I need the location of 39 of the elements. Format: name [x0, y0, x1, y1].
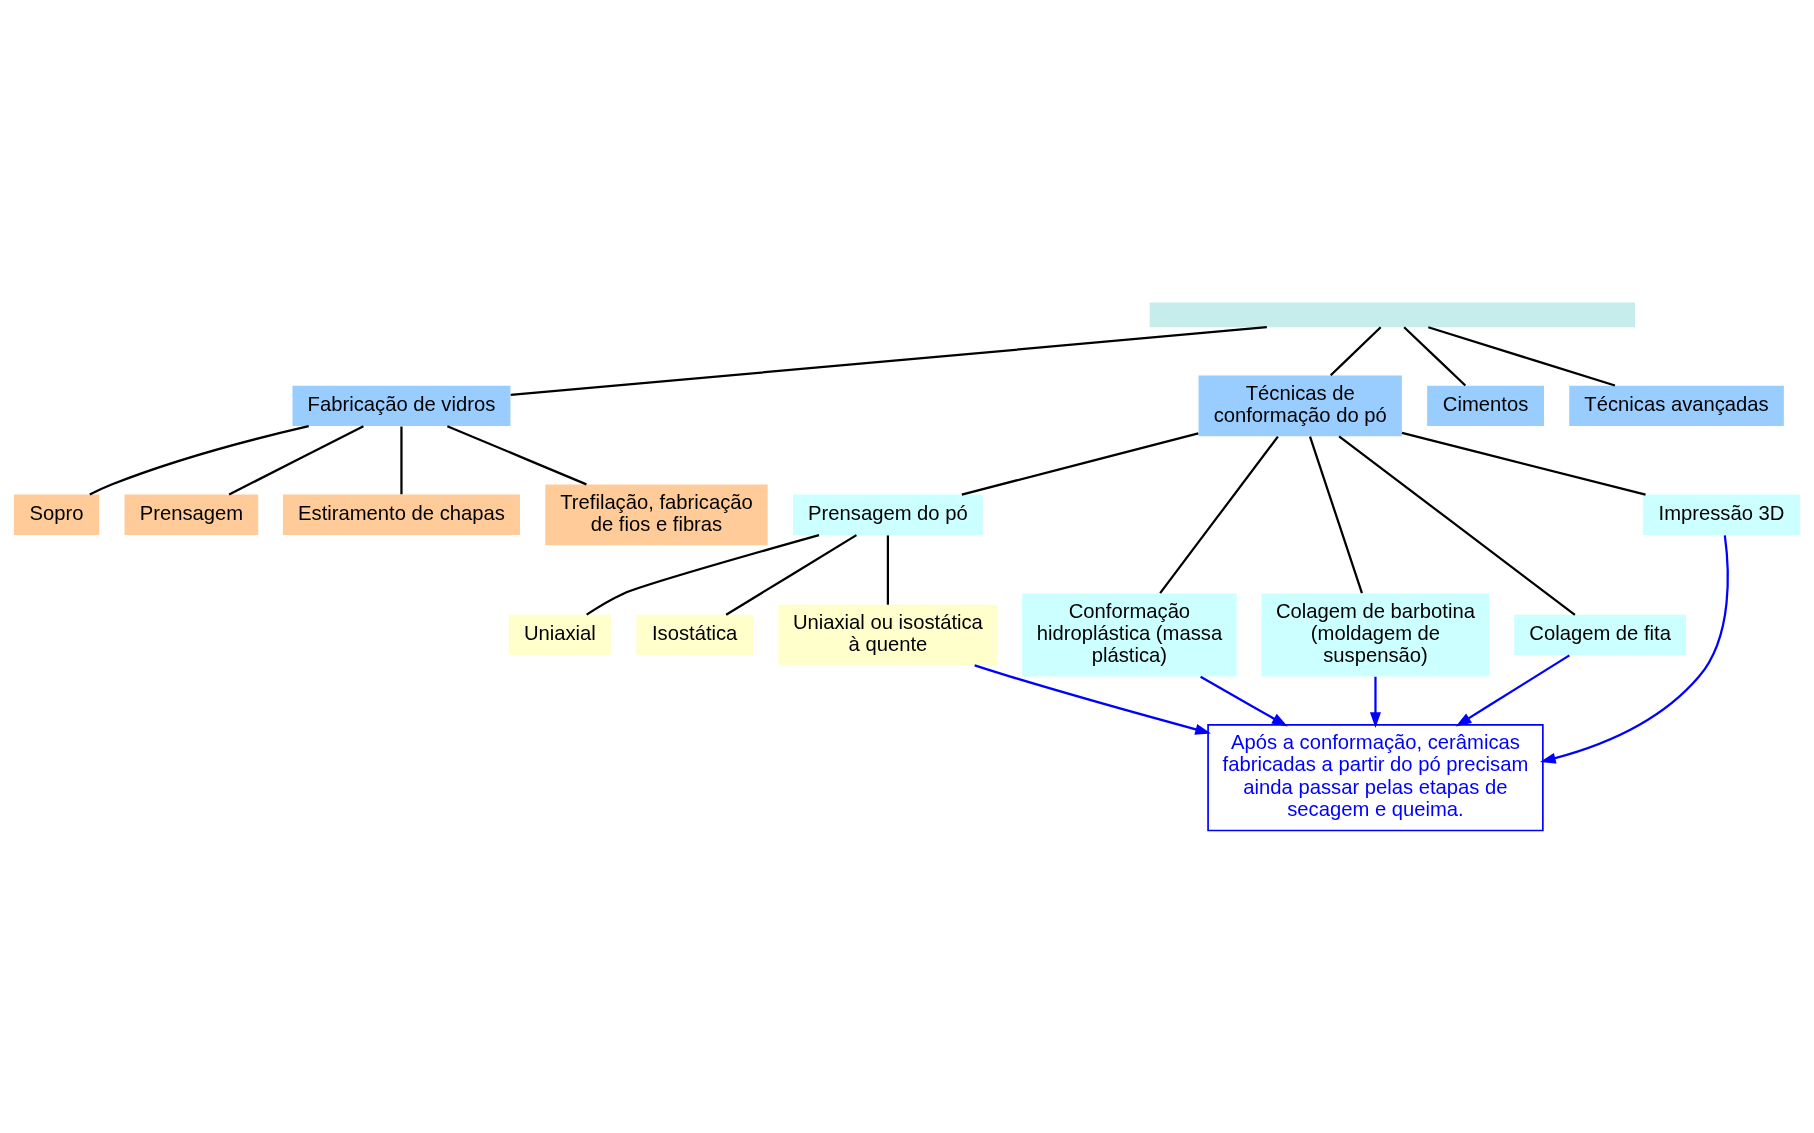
arrow [1369, 676, 1381, 728]
connector [586, 534, 820, 616]
node-box: Uniaxial ou isostática à quente [778, 604, 998, 666]
node-box: Trefilação, fabricação de fios e fibras [545, 484, 768, 546]
node-box: Conformação hidroplástica (massa plástica) [1022, 593, 1237, 677]
connector [1329, 326, 1382, 377]
node-box: Isostática [636, 614, 754, 656]
node-box: Uniaxial [508, 614, 611, 656]
node-box: Técnicas de conformação do pó [1198, 375, 1402, 437]
node-box: Técnicas avançadas [1569, 385, 1784, 427]
connector [1401, 431, 1646, 496]
connector [961, 432, 1199, 496]
arrow [1539, 535, 1729, 764]
connector [510, 326, 1267, 397]
connector [400, 426, 403, 495]
node-box: Prensagem do pó [792, 494, 983, 536]
connector [725, 534, 857, 616]
node-box: Colagem de fita [1514, 614, 1687, 656]
node-box: Impressão 3D [1642, 494, 1801, 536]
arrow [1455, 654, 1570, 727]
node-box: Após a conformação, cerâmicas fabricadas a partir do pó precisam ainda passar pelas etapas de secagem e queima. [1207, 724, 1544, 832]
connector [886, 535, 890, 605]
connector [1338, 435, 1576, 616]
node-box: Fabricação de vidros [292, 385, 511, 427]
connector [1308, 436, 1363, 594]
node-box: Prensagem [124, 494, 259, 536]
node-box: Cimentos [1427, 385, 1544, 427]
node-box: Estiramento de chapas [282, 494, 520, 536]
arrow [974, 664, 1211, 735]
connector [89, 425, 309, 496]
connector [1159, 435, 1279, 594]
node-box: Sopro [13, 494, 100, 536]
node-box: Colagem de barbotina (moldagem de suspensão) [1261, 593, 1490, 677]
connector [228, 425, 364, 496]
arrow [1200, 675, 1288, 727]
connector [446, 425, 587, 486]
connector [1428, 326, 1616, 387]
node-box [1149, 302, 1635, 328]
connector [1403, 326, 1467, 387]
